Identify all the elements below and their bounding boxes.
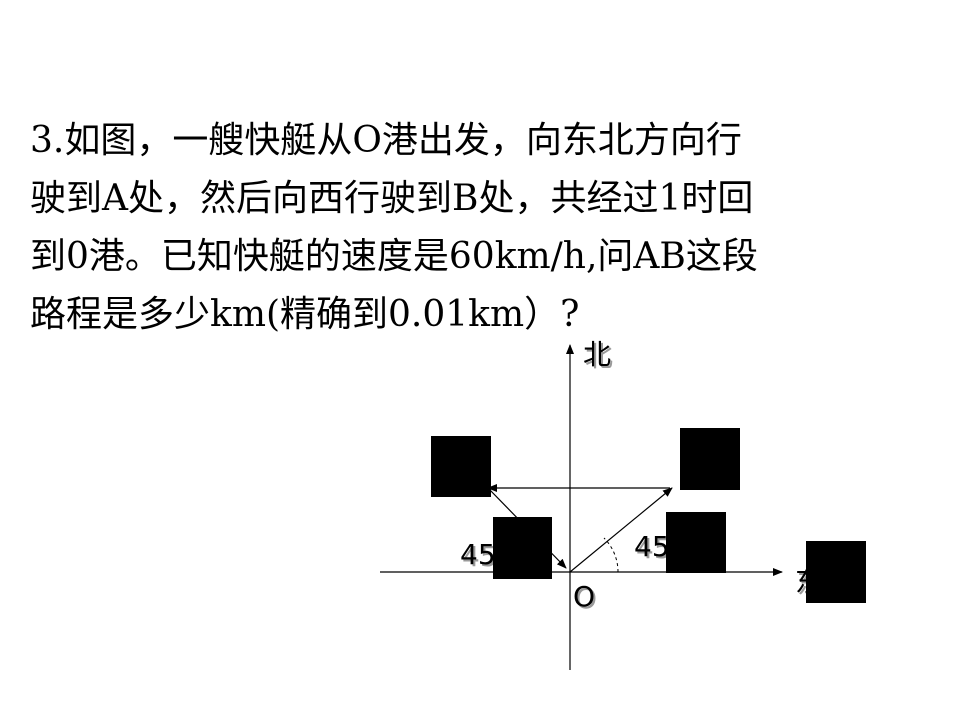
angle-arc-right: [603, 537, 619, 573]
redaction-box-left-angle: [493, 517, 552, 579]
problem-text: 3.如图，一艘快艇从O港出发，向东北方向行 驶到A处，然后向西行驶到B处，共经过…: [30, 112, 910, 344]
redaction-box-a: [680, 428, 740, 490]
problem-line-3: 到0港。已知快艇的速度是60km/h,问AB这段: [30, 236, 758, 277]
origin-label: O: [573, 580, 595, 613]
segment-o-to-a: [569, 487, 673, 573]
redaction-box-east: [806, 541, 866, 603]
problem-line-4: 路程是多少km(精确到0.01km）?: [30, 294, 580, 335]
problem-line-1: 3.如图，一艘快艇从O港出发，向东北方向行: [30, 120, 742, 161]
svg-text:O: O: [575, 582, 597, 615]
redaction-box-right-angle: [666, 512, 726, 573]
north-label: 北: [583, 338, 611, 371]
redaction-box-b: [431, 436, 491, 497]
problem-line-2: 驶到A处，然后向西行驶到B处，共经过1时回: [30, 178, 754, 219]
svg-text:北: 北: [585, 340, 613, 373]
